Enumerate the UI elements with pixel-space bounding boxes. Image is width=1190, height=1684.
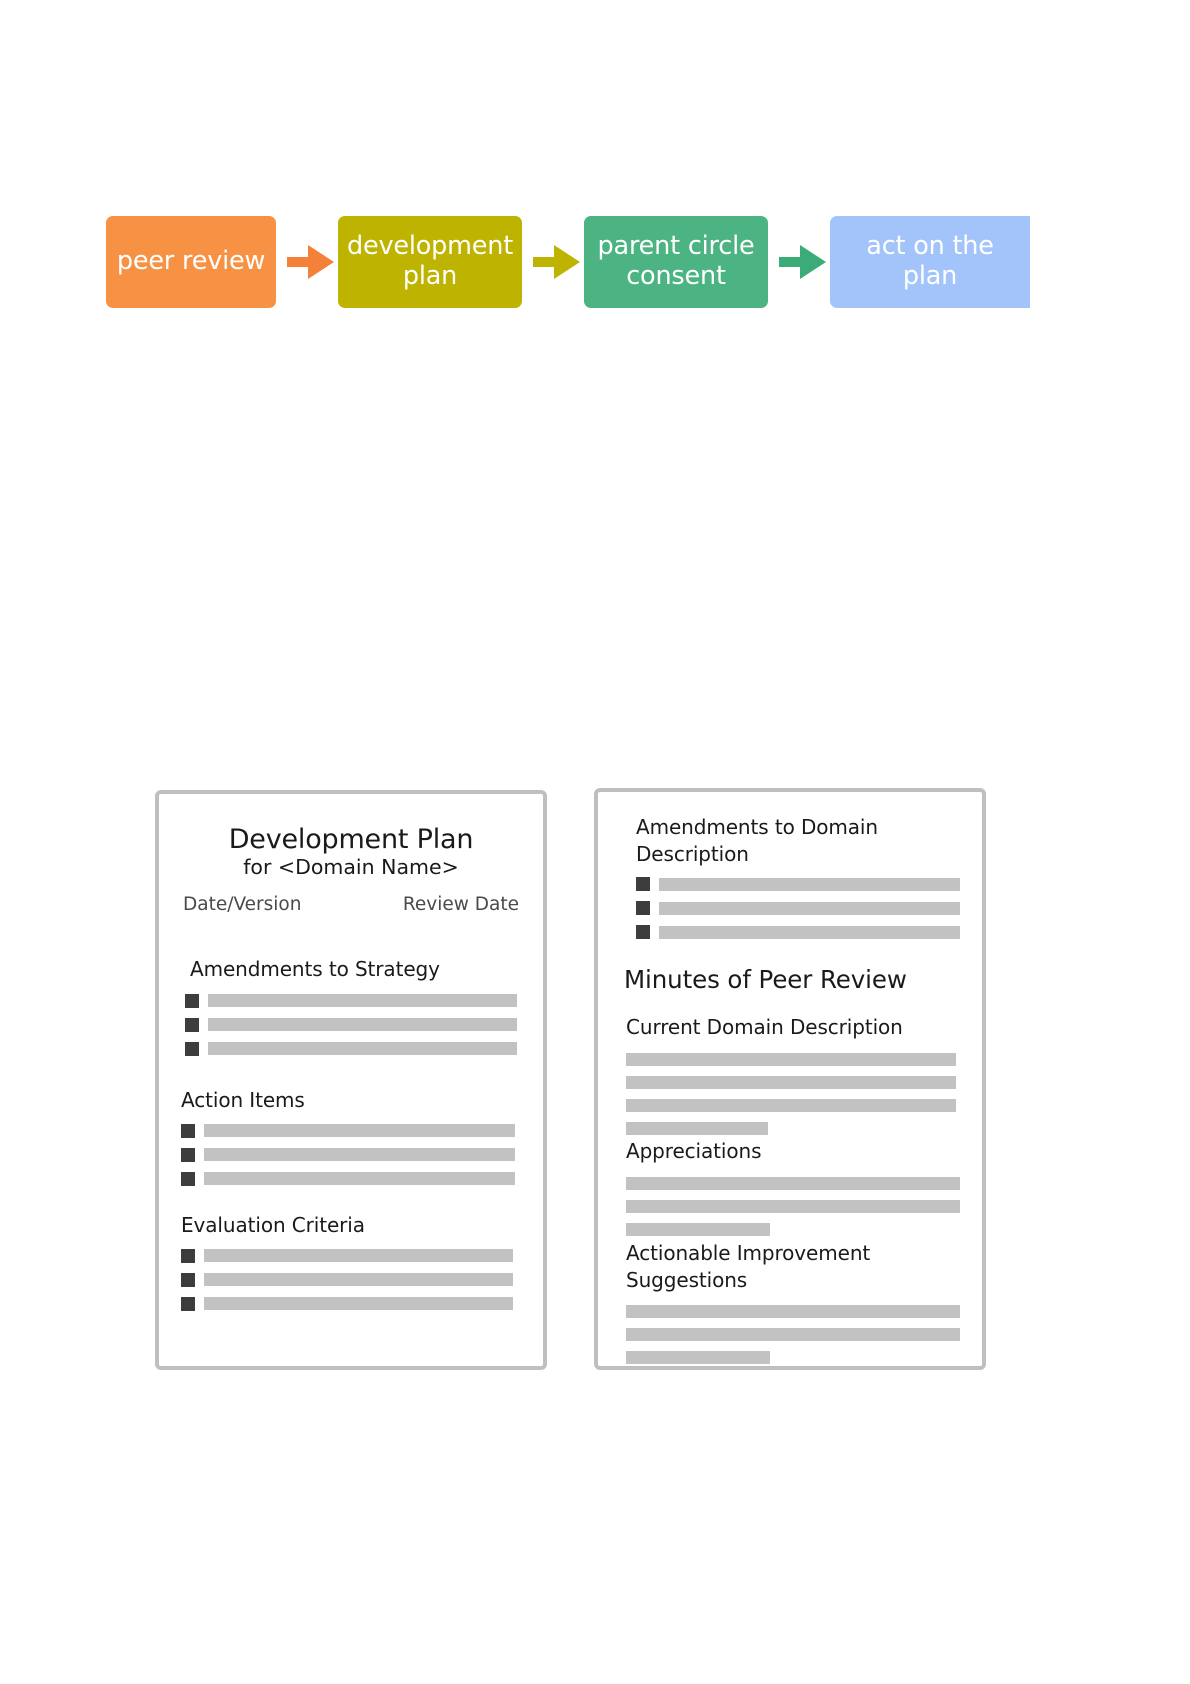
placeholder-bar	[204, 1148, 515, 1162]
placeholder-bar	[626, 1098, 956, 1112]
arrow-shaft	[779, 257, 801, 267]
arrow-shaft	[287, 257, 309, 267]
placeholder-bar	[204, 1172, 515, 1186]
bullet-square-icon	[181, 1123, 195, 1138]
list-item[interactable]	[181, 1123, 515, 1138]
arrow-head	[800, 245, 826, 279]
development-plan-card[interactable]: Development Plan for <Domain Name> Date/…	[155, 790, 547, 1370]
list-item[interactable]	[636, 925, 960, 940]
date-version-label: Date/Version	[183, 894, 302, 915]
flow-step-label: peer review	[116, 246, 266, 277]
placeholder-bar	[208, 1042, 517, 1056]
flow-step-label: act on the plan	[866, 231, 994, 291]
review-date-label: Review Date	[402, 894, 519, 915]
page-subtitle: for <Domain Name>	[243, 855, 459, 879]
placeholder-bar	[626, 1351, 770, 1365]
section-items	[636, 877, 960, 940]
section-actionable-improvement-suggestions: Actionable Improvement Suggestions	[626, 1240, 960, 1365]
section-items	[181, 1123, 515, 1186]
placeholder-bar	[626, 1199, 960, 1213]
placeholder-bar	[626, 1305, 960, 1319]
process-flow-diagram: peer review development plan parent circ…	[106, 216, 1030, 308]
list-item[interactable]	[181, 1147, 515, 1162]
section-heading: Current Domain Description	[626, 1015, 903, 1039]
bullet-square-icon	[181, 1248, 195, 1263]
placeholder-bar	[204, 1297, 513, 1311]
placeholder-bar	[659, 901, 960, 915]
section-items	[626, 1052, 956, 1135]
list-item[interactable]	[181, 1171, 515, 1186]
section-heading: Action Items	[181, 1088, 305, 1112]
bullet-square-icon	[181, 1147, 195, 1162]
placeholder-bar	[208, 1018, 517, 1032]
placeholder-bar	[626, 1121, 768, 1135]
section-amendments-to-strategy: Amendments to Strategy	[185, 956, 517, 1056]
list-item[interactable]	[636, 877, 960, 892]
bullet-square-icon	[185, 1017, 199, 1032]
page-title: Development Plan	[228, 824, 474, 855]
bullet-square-icon	[636, 925, 650, 940]
placeholder-bar	[659, 877, 960, 891]
placeholder-bar	[659, 925, 960, 939]
placeholder-bar	[626, 1176, 960, 1190]
minutes-title: Minutes of Peer Review	[624, 964, 960, 997]
bullet-square-icon	[185, 993, 199, 1008]
list-item[interactable]	[636, 901, 960, 916]
arrow-head	[308, 245, 334, 279]
section-heading: Amendments to Strategy	[190, 957, 440, 981]
section-heading: Appreciations	[626, 1139, 762, 1163]
section-items	[626, 1176, 960, 1236]
placeholder-bar	[204, 1124, 515, 1138]
flow-step-act-on-the-plan[interactable]: act on the plan	[830, 216, 1030, 308]
bullet-square-icon	[181, 1272, 195, 1287]
list-item[interactable]	[185, 1017, 517, 1032]
arrow-head	[554, 245, 580, 279]
flow-step-peer-review[interactable]: peer review	[106, 216, 276, 308]
placeholder-bar	[208, 994, 517, 1008]
document-meta-row: Date/Version Review Date	[183, 894, 519, 915]
list-item[interactable]	[181, 1248, 513, 1263]
placeholder-bar	[626, 1328, 960, 1342]
list-item[interactable]	[181, 1272, 513, 1287]
flow-step-development-plan[interactable]: development plan	[338, 216, 522, 308]
section-amendments-to-domain-description: Amendments to Domain Description	[636, 814, 960, 940]
section-action-items: Action Items	[181, 1087, 515, 1186]
bullet-square-icon	[636, 877, 650, 892]
arrow-shaft	[533, 257, 555, 267]
section-appreciations: Appreciations	[626, 1138, 960, 1236]
section-evaluation-criteria: Evaluation Criteria	[181, 1212, 513, 1311]
page-title: Minutes of Peer Review	[624, 965, 907, 994]
bullet-square-icon	[181, 1296, 195, 1311]
section-heading: Amendments to Domain Description	[636, 815, 878, 866]
section-current-domain-description: Current Domain Description	[626, 1014, 956, 1135]
development-plan-header: Development Plan for <Domain Name>	[159, 824, 543, 879]
bullet-square-icon	[185, 1041, 199, 1056]
bullet-square-icon	[636, 901, 650, 916]
flow-arrow-3-icon	[768, 216, 830, 308]
list-item[interactable]	[185, 1041, 517, 1056]
section-heading: Evaluation Criteria	[181, 1213, 365, 1237]
flow-step-label: development plan	[346, 231, 513, 291]
list-item[interactable]	[185, 993, 517, 1008]
section-heading: Actionable Improvement Suggestions	[626, 1241, 871, 1292]
flow-arrow-1-icon	[276, 216, 338, 308]
bullet-square-icon	[181, 1171, 195, 1186]
placeholder-bar	[626, 1075, 956, 1089]
placeholder-bar	[626, 1222, 770, 1236]
section-items	[185, 993, 517, 1056]
flow-step-label: parent circle consent	[597, 231, 755, 291]
section-items	[626, 1305, 960, 1365]
placeholder-bar	[204, 1273, 513, 1287]
section-items	[181, 1248, 513, 1311]
list-item[interactable]	[181, 1296, 513, 1311]
peer-review-minutes-card[interactable]: Amendments to Domain Description Minutes…	[594, 788, 986, 1370]
flow-arrow-2-icon	[522, 216, 584, 308]
placeholder-bar	[204, 1249, 513, 1263]
flow-step-parent-circle-consent[interactable]: parent circle consent	[584, 216, 768, 308]
placeholder-bar	[626, 1052, 956, 1066]
